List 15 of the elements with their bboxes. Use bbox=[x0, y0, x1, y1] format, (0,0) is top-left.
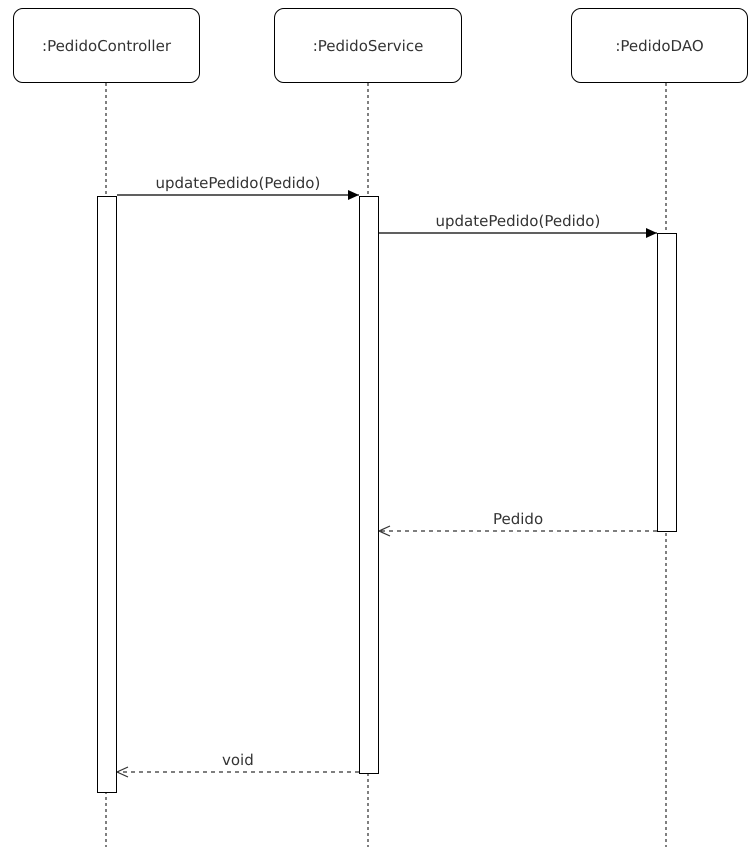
message-label: updatePedido(Pedido) bbox=[154, 174, 322, 192]
message-arrow bbox=[379, 228, 657, 238]
object-name: :PedidoController bbox=[42, 36, 171, 54]
message-arrow bbox=[117, 190, 359, 200]
lifeline-head-box bbox=[274, 8, 462, 83]
object-name: :PedidoService bbox=[312, 36, 424, 54]
lifeline-head-box bbox=[571, 8, 748, 83]
activation-bar bbox=[359, 196, 379, 774]
activation-bar bbox=[97, 196, 117, 793]
message-label: updatePedido(Pedido) bbox=[434, 212, 602, 230]
return-message-arrow bbox=[378, 525, 657, 537]
lifeline-head-box bbox=[13, 8, 200, 83]
object-name: :PedidoDAO bbox=[615, 36, 704, 54]
activation-bar bbox=[657, 233, 677, 532]
return-message-arrow bbox=[116, 766, 359, 778]
